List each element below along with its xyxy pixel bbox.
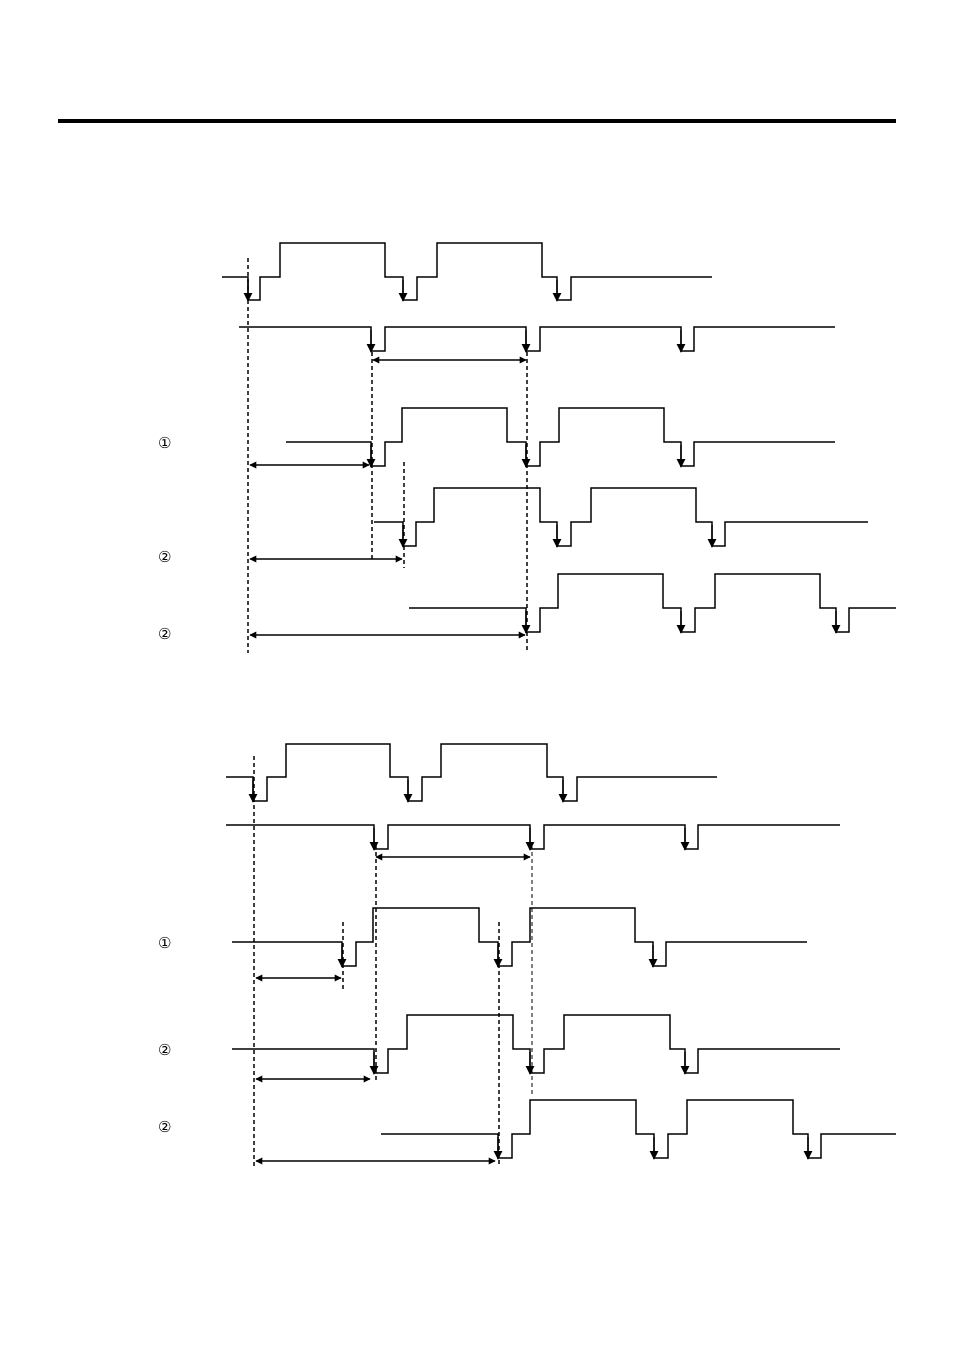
signal-row-5 — [381, 1100, 896, 1158]
signal-row-3 — [232, 908, 807, 966]
signal-row-2 — [226, 825, 840, 849]
circled-number-1: ① — [158, 434, 171, 452]
signal-row-1 — [222, 243, 712, 300]
timing-diagram-bottom — [226, 744, 896, 1168]
signal-row-5 — [409, 574, 896, 632]
signal-row-3 — [286, 408, 835, 466]
circled-number-2: ② — [158, 1041, 171, 1059]
signal-row-4 — [374, 488, 868, 546]
circled-number-1: ① — [158, 934, 171, 952]
falling-edge-arrows — [248, 280, 836, 633]
signal-row-4 — [232, 1015, 840, 1073]
timing-diagram-top — [222, 243, 896, 653]
signal-row-1 — [226, 744, 717, 801]
circled-number-2: ② — [158, 1118, 171, 1136]
circled-number-2: ② — [158, 548, 171, 566]
circled-number-2: ② — [158, 625, 171, 643]
signal-row-2 — [239, 327, 835, 351]
